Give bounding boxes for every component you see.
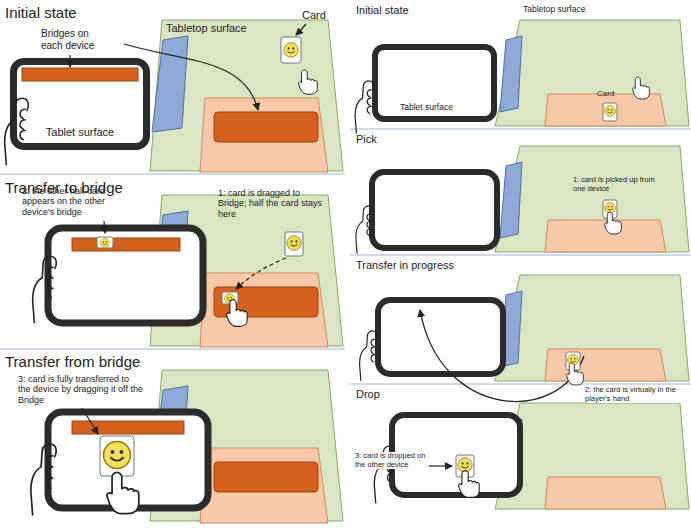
step-heading: Initial state xyxy=(5,4,77,21)
tabletop-surface xyxy=(495,275,689,381)
step-heading: Transfer from bridge xyxy=(5,353,140,370)
callout-note: 2: the other half-card appears on the ot… xyxy=(22,186,134,217)
wall-display xyxy=(152,36,188,132)
holding-hand xyxy=(374,446,394,503)
card-smiley xyxy=(101,239,110,248)
wall-display xyxy=(500,36,522,112)
callout-note: 1: card is picked up from one device xyxy=(573,176,668,193)
table-bridge xyxy=(214,462,318,492)
row-separator xyxy=(350,383,691,384)
holding-hand xyxy=(360,331,378,381)
callout-note: 3: card is fully transferred to the devi… xyxy=(18,374,144,405)
tabletop-surface: Tabletop surface xyxy=(495,4,690,128)
pointing-hand xyxy=(633,77,650,99)
transfer-arc xyxy=(420,310,584,401)
tablet-device xyxy=(48,228,203,323)
tablet-bridge xyxy=(72,238,180,251)
callout-note: Bridges on each device xyxy=(40,28,108,51)
leader-arrow xyxy=(104,221,105,233)
card-smiley xyxy=(287,236,301,250)
step-heading: Transfer in progress xyxy=(356,259,454,272)
leader-arrow xyxy=(429,465,452,466)
pointing-hand xyxy=(227,300,248,327)
row-separator xyxy=(0,173,345,174)
holding-hand xyxy=(31,444,56,516)
surface-outline xyxy=(148,18,345,173)
card xyxy=(285,232,303,256)
surface-shape xyxy=(495,20,689,126)
row-separator xyxy=(0,348,345,349)
table-zone xyxy=(200,98,328,172)
table-zone xyxy=(200,448,328,523)
table-bridge xyxy=(214,112,318,142)
pointing-hand xyxy=(299,70,318,94)
wall-display xyxy=(500,162,522,238)
holding-hand xyxy=(355,81,374,134)
row-separator xyxy=(350,128,691,129)
callout-note: 1: card is dragged to Bridge; half the c… xyxy=(218,188,330,219)
tabletop-surface: Tabletop surface xyxy=(148,18,345,173)
tablet-device xyxy=(372,172,497,248)
pointing-hand xyxy=(107,472,139,513)
tablet-device xyxy=(392,415,520,495)
table-zone xyxy=(200,273,328,347)
pointing-hand xyxy=(459,471,480,498)
tabletop-surface xyxy=(495,146,689,252)
leader-arrow xyxy=(296,24,306,35)
table-zone xyxy=(545,349,666,381)
half-card xyxy=(97,237,113,248)
leader-arrow xyxy=(82,408,98,434)
tablet-device xyxy=(378,300,503,374)
callout-note: 3: card is dropped on the other device xyxy=(354,452,428,469)
drag-arrow xyxy=(236,258,286,289)
step-heading: Initial state xyxy=(356,4,409,17)
holding-hand xyxy=(5,98,29,165)
step-heading: Drop xyxy=(356,388,380,401)
card-smiley xyxy=(605,106,616,117)
surface-label: Tabletop surface xyxy=(166,22,247,35)
tabletop-surface xyxy=(495,403,689,509)
surface-shape xyxy=(150,20,343,171)
holding-hand xyxy=(356,206,373,254)
card-smiley xyxy=(458,458,472,472)
card xyxy=(100,436,134,476)
surface-label: Tablet surface xyxy=(400,103,453,113)
callout-note: 2: the card is virtually in the player's… xyxy=(584,386,690,403)
surface-label: Tablet surface xyxy=(46,126,114,139)
surface-outline xyxy=(495,4,690,128)
step-heading: Pick xyxy=(356,133,377,146)
card-smiley xyxy=(284,43,298,57)
card xyxy=(603,103,617,121)
card xyxy=(281,37,301,63)
table-zone xyxy=(545,477,666,509)
step-heading: Transfer to bridge xyxy=(5,179,123,196)
leader-arrow xyxy=(124,44,258,110)
tablet-device: Tablet surface xyxy=(372,44,497,122)
card-smiley xyxy=(104,442,131,469)
tablet-bridge xyxy=(72,421,184,434)
leader-arrow xyxy=(69,55,70,67)
tablet-device: Tablet surface xyxy=(10,58,150,150)
table-zone xyxy=(545,94,666,126)
pointing-hand xyxy=(605,212,622,234)
surface-label: Tabletop surface xyxy=(523,5,585,15)
holding-hand xyxy=(33,256,57,323)
pointing-hand xyxy=(567,363,584,385)
row-separator xyxy=(350,254,691,255)
tablet-bridge xyxy=(22,68,138,81)
